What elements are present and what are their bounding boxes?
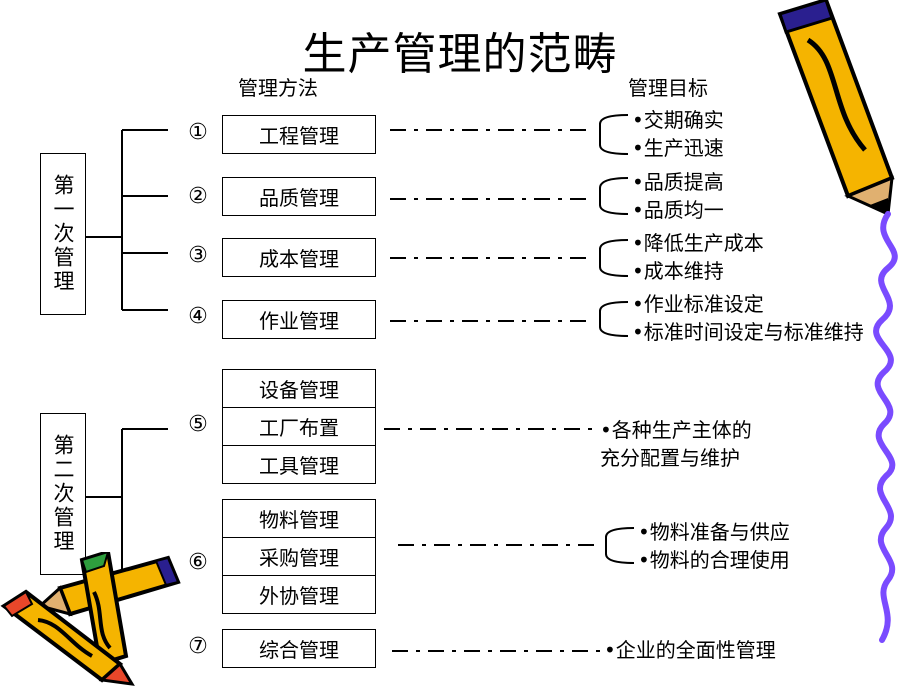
method-number-3: ③: [188, 243, 208, 268]
page-title: 生产管理的范畴: [302, 29, 618, 80]
method-box-factory-layout: 工厂布置: [222, 407, 376, 446]
method-box-operation: 作业管理: [222, 300, 376, 339]
method-number-6: ⑥: [188, 550, 208, 575]
goal-text: •成本维持: [632, 259, 724, 283]
goal-text: •交期确实: [632, 108, 724, 132]
method-box-quality: 品质管理: [222, 177, 376, 216]
second-management-box: 第二次管理: [40, 413, 86, 575]
goal-text: •各种生产主体的: [600, 418, 752, 442]
pencil-icon: [79, 552, 129, 667]
method-box-outsourcing: 外协管理: [222, 575, 376, 614]
pencils-decoration: [0, 552, 181, 686]
methods-header: 管理方法: [238, 76, 318, 100]
goal-text: •生产迅速: [632, 136, 724, 160]
method-box-tools: 工具管理: [222, 445, 376, 484]
goal-text: •品质提高: [632, 170, 724, 194]
method-box-engineering: 工程管理: [222, 115, 376, 154]
method-box-equipment: 设备管理: [222, 369, 376, 408]
goals-header: 管理目标: [628, 76, 708, 100]
method-box-purchasing: 采购管理: [222, 537, 376, 576]
goal-text: •物料准备与供应: [638, 520, 790, 544]
pencil-scribble-decoration: [777, 0, 898, 643]
goal-text: •作业标准设定: [632, 292, 764, 316]
method-box-comprehensive: 综合管理: [222, 629, 376, 668]
pencil-icon: [777, 0, 895, 217]
goal-text: •品质均一: [632, 198, 724, 222]
first-management-box: 第一次管理: [40, 153, 86, 315]
scribble-icon: [873, 211, 898, 643]
pencil-icon: [0, 589, 135, 686]
goal-text: •物料的合理使用: [638, 548, 790, 572]
goal-text: •标准时间设定与标准维持: [632, 320, 864, 344]
method-number-7: ⑦: [188, 634, 208, 659]
method-box-materials: 物料管理: [222, 499, 376, 538]
method-number-5: ⑤: [188, 412, 208, 437]
method-number-2: ②: [188, 184, 208, 209]
method-box-cost: 成本管理: [222, 238, 376, 277]
goal-text: 充分配置与维护: [600, 446, 740, 470]
method-number-1: ①: [188, 120, 208, 145]
goal-text: •降低生产成本: [632, 231, 764, 255]
method-number-4: ④: [188, 304, 208, 329]
goal-text: •企业的全面性管理: [604, 638, 776, 662]
